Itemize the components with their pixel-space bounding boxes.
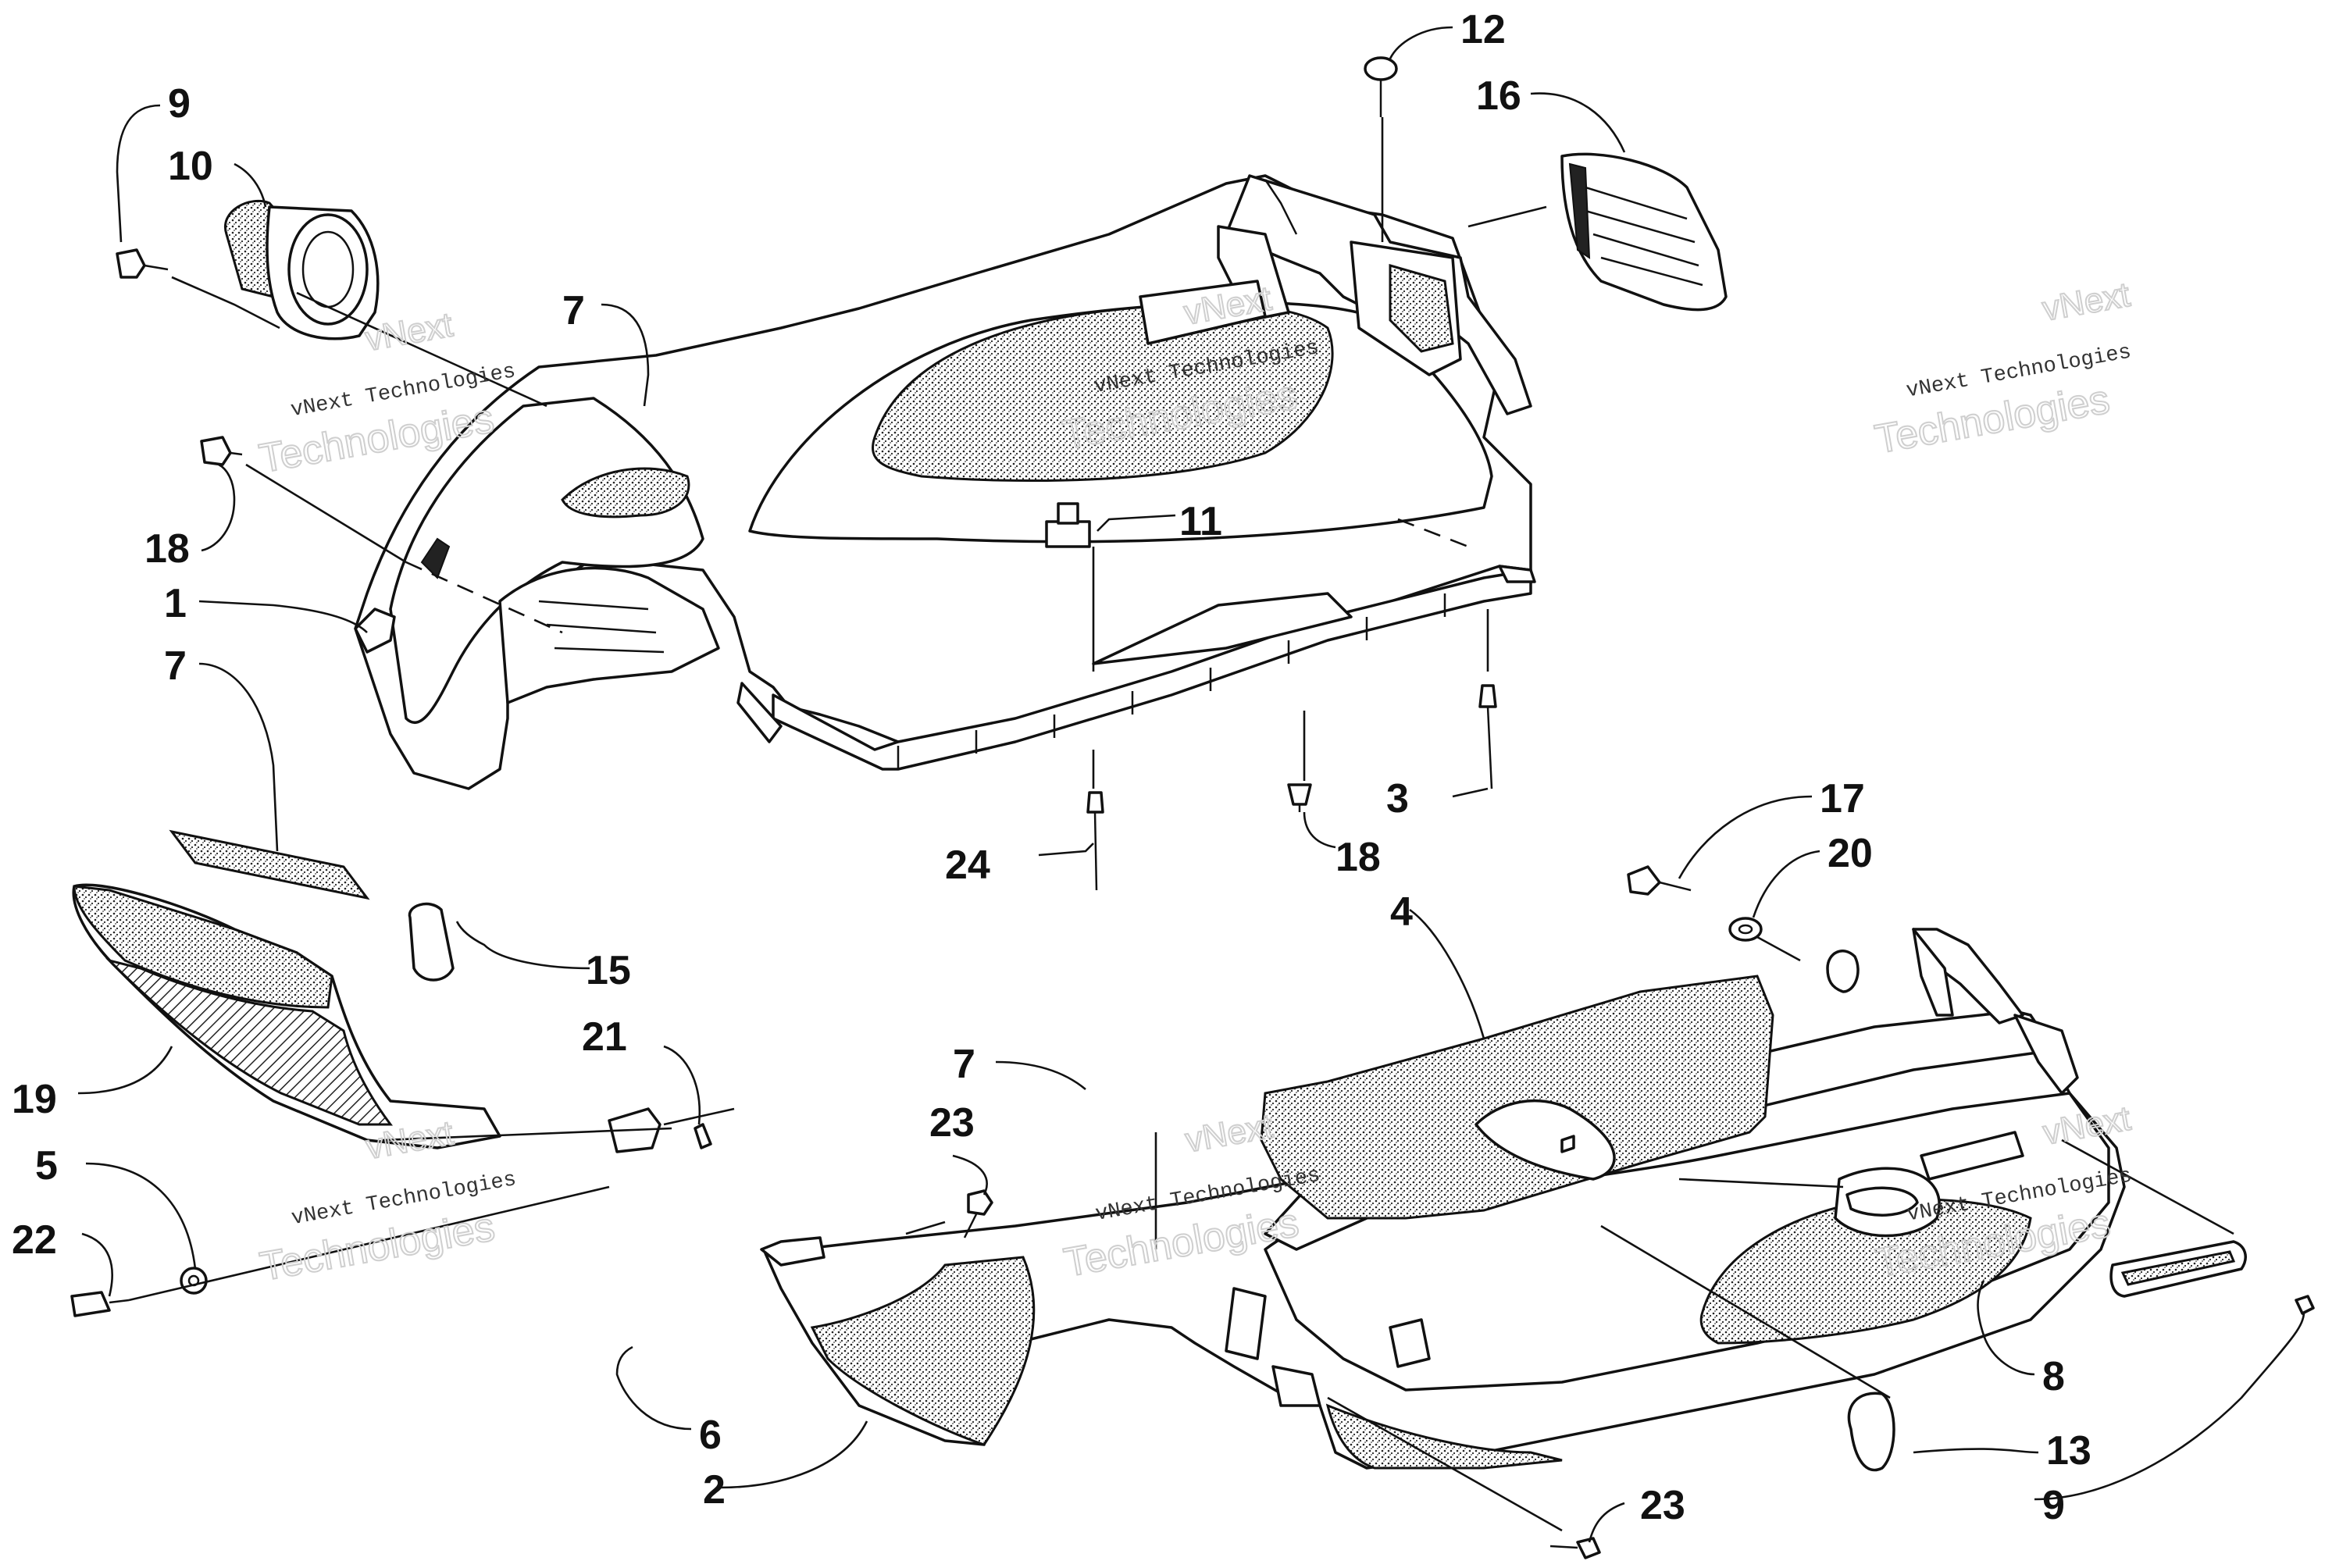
callout-22: 22 [12,1217,57,1263]
svg-text:vNext: vNext [1182,1107,1275,1160]
callout-7-top: 7 [562,288,585,333]
callout-5: 5 [35,1143,58,1188]
watermark-upper-right: vNext vNext Technologies Technologies [1870,275,2133,463]
callout-4: 4 [1390,889,1413,935]
callout-14: 12 [1460,7,1506,52]
callout-19: 19 [12,1077,57,1122]
svg-text:vNext: vNext [362,305,455,358]
explosion-lines [128,117,2234,1532]
upper-inner-panel [354,174,1536,790]
svg-text:vNext: vNext [2039,276,2132,329]
callout-9: 9 [2042,1483,2065,1528]
callout-labels: 9 10 7 12 16 11 18 1 7 3 18 24 15 21 19 … [12,7,2091,1528]
callout-7-left: 7 [164,643,187,689]
callout-17: 13 [2046,1428,2091,1474]
callout-3: 3 [1386,776,1409,821]
part-10-chute [223,199,380,340]
callout-24: 24 [945,843,990,888]
leader-lines [77,26,2305,1543]
callout-2: 2 [703,1467,726,1513]
callout-21: 21 [582,1014,627,1060]
callout-7-lower: 7 [953,1042,975,1087]
callout-12: 11 [1179,499,1222,544]
callout-6: 6 [699,1413,722,1458]
hardware-lower [963,865,2315,1559]
callout-1: 1 [164,581,187,626]
callout-8: 8 [2042,1354,2065,1399]
callout-13: 15 [586,948,631,993]
lower-left-parts [70,829,712,1317]
callout-10: 10 [168,144,213,189]
callout-23-upper: 23 [929,1100,975,1146]
callout-15: 17 [1820,776,1865,821]
hardware-upper [116,56,1497,891]
lower-belly-pan [760,928,2126,1470]
callout-23-lower: 23 [1640,1483,1685,1528]
callout-11: 9 [168,81,191,127]
callout-18-top: 18 [144,526,190,572]
callout-16: 16 [1476,73,1521,119]
part-16-grille [1560,152,1728,312]
callout-18-mid: 18 [1335,835,1381,880]
callout-20: 20 [1828,831,1873,876]
